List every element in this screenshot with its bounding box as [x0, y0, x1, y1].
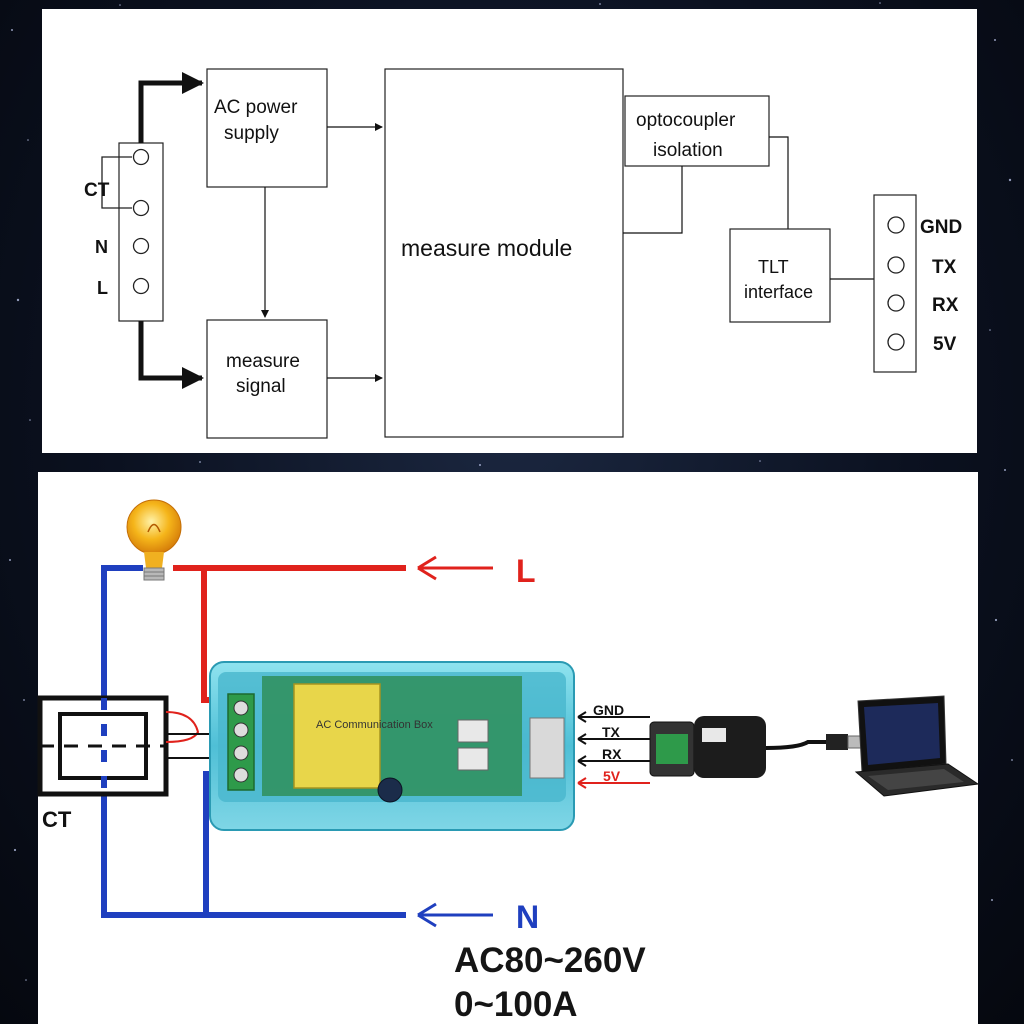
usb-ttl-adapter-icon [649, 716, 865, 778]
arrow-to-measure-signal [138, 321, 204, 389]
light-bulb-icon [126, 499, 182, 581]
optocoupler-isolation-box [624, 95, 770, 167]
tlt-interface-line2: interface [744, 282, 813, 302]
out-label-rx: RX [932, 295, 959, 316]
terminal-hole-icon [132, 199, 150, 217]
out-label-tx: TX [932, 257, 957, 278]
serial-label-gnd: GND [593, 702, 624, 718]
laptop-icon [854, 695, 980, 797]
optocoupler-line1: optocoupler [636, 110, 736, 131]
measure-signal-line1: measure [226, 351, 300, 372]
label-ct: CT [84, 180, 110, 201]
measure-module-label: measure module [401, 235, 572, 261]
line-label: L [516, 553, 536, 589]
optocoupler-line2: isolation [653, 140, 723, 161]
measure-signal-box [206, 319, 328, 439]
neutral-label: N [516, 899, 539, 935]
input-terminal-block [101, 142, 164, 322]
serial-label-tx: TX [602, 724, 621, 740]
label-l: L [97, 278, 108, 298]
terminal-hole-icon [887, 333, 905, 351]
terminal-hole-icon [132, 148, 150, 166]
module-title: AC Communication Box [316, 719, 433, 731]
wiring-diagram-panel: L N CT AC Communication Box [37, 472, 980, 1024]
terminal-hole-icon [132, 237, 150, 255]
terminal-hole-icon [132, 277, 150, 295]
voltage-range-text: AC80~260V [454, 941, 646, 980]
out-label-gnd: GND [920, 217, 962, 238]
line-opto-to-tlt [769, 136, 789, 229]
measure-module-box [384, 68, 624, 438]
measure-signal-line2: signal [236, 376, 286, 397]
serial-label-5v: 5V [603, 768, 621, 784]
output-terminal-block [873, 194, 917, 373]
current-range-text: 0~100A [454, 985, 578, 1024]
block-diagram: CT N L AC power supply measure signal me… [84, 68, 962, 439]
ct-label: CT [42, 807, 72, 832]
line-module-to-opto [623, 166, 683, 234]
tlt-interface-line1: TLT [758, 257, 789, 277]
ac-power-supply-box [206, 68, 328, 188]
tlt-interface-box [729, 228, 831, 323]
neutral-arrowhead [417, 902, 437, 928]
terminal-hole-icon [887, 256, 905, 274]
ac-power-supply-line2: supply [224, 123, 279, 144]
line-arrowhead [417, 555, 437, 581]
out-label-5v: 5V [933, 334, 957, 355]
terminal-hole-icon [887, 294, 905, 312]
terminal-hole-icon [887, 216, 905, 234]
ac-power-supply-line1: AC power [214, 97, 298, 118]
serial-wires [577, 711, 650, 789]
pzem-module: AC Communication Box [209, 661, 575, 831]
block-diagram-panel: CT N L AC power supply measure signal me… [42, 9, 977, 453]
label-n: N [95, 237, 108, 257]
wiring-diagram: L N CT AC Communication Box [37, 499, 980, 1024]
arrow-to-power-supply [138, 72, 204, 143]
serial-label-rx: RX [602, 746, 622, 762]
current-transformer-icon [37, 695, 216, 797]
